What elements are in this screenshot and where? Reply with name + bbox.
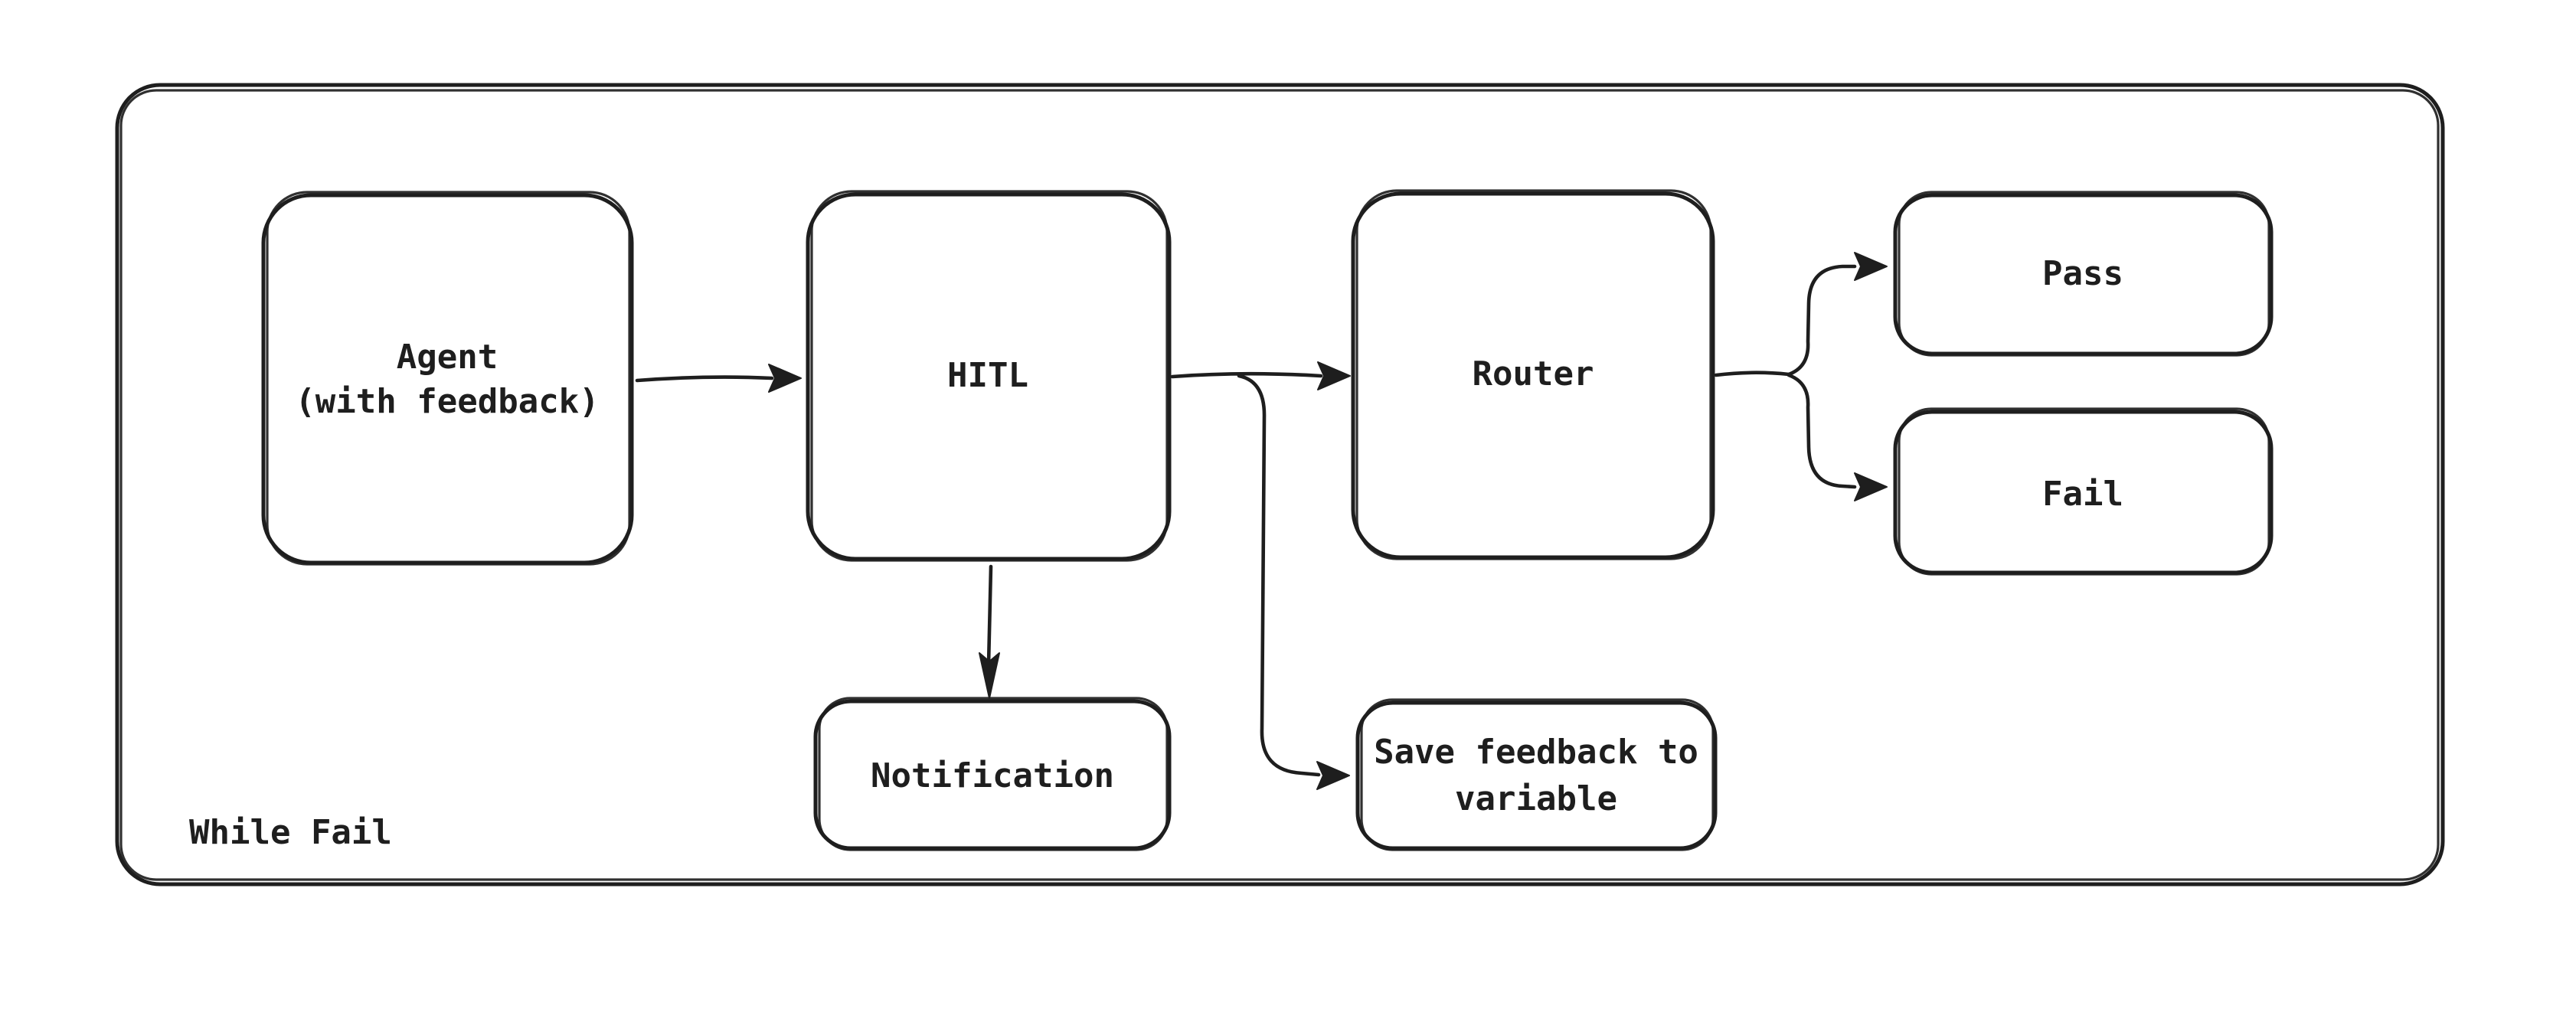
container-outline-sketch (119, 89, 2440, 881)
node-pass-box (1893, 193, 2274, 356)
node-pass: Pass (1893, 191, 2274, 357)
node-fail-label: Fail (2042, 475, 2123, 514)
node-pass-box-sketch (1898, 191, 2270, 357)
node-notification: Notification (813, 697, 1172, 851)
node-router-box-sketch (1355, 189, 1712, 560)
edge-router-pass-line (1787, 264, 1857, 377)
edge-router-fail-arrowhead (1854, 472, 1888, 501)
node-pass-label: Pass (2042, 254, 2123, 293)
edge-hitl-save-feedback (1237, 374, 1350, 790)
node-save-feedback-label-line-2: variable (1455, 779, 1617, 818)
edge-router-pass (1787, 252, 1888, 377)
container-outline (115, 83, 2445, 887)
edge-router-fail-line (1787, 373, 1857, 489)
node-agent: Agent (with feedback) (261, 191, 634, 566)
edge-router-pass-arrowhead (1854, 252, 1888, 281)
edge-hitl-router-arrowhead (1317, 361, 1351, 390)
node-notification-box (813, 699, 1172, 851)
edge-agent-hitl-arrowhead (768, 364, 802, 393)
node-save-feedback-box-sketch (1360, 698, 1715, 851)
while-fail-label: While Fail (189, 813, 392, 852)
node-hitl-box-sketch (810, 190, 1169, 562)
edge-hitl-router (1170, 361, 1351, 390)
node-agent-box-sketch (266, 191, 631, 566)
node-save-feedback-box (1355, 700, 1718, 851)
node-router-label: Router (1473, 354, 1594, 393)
edge-hitl-notification-arrowhead (979, 652, 1000, 699)
edge-agent-hitl (635, 364, 802, 393)
node-hitl: HITL (806, 190, 1172, 562)
node-save-feedback: Save feedback to variable (1355, 698, 1718, 851)
node-notification-label: Notification (871, 756, 1114, 795)
node-hitl-box (806, 192, 1172, 561)
edge-router-fork-stem (1714, 371, 1791, 377)
node-fail: Fail (1893, 407, 2274, 576)
node-agent-label-line-1: Agent (397, 338, 498, 377)
node-fail-box (1893, 410, 2274, 575)
edge-hitl-notification-line (986, 564, 993, 667)
node-agent-label-line-2: (with feedback) (295, 382, 599, 421)
edge-router-fail (1787, 373, 1888, 501)
node-save-feedback-label-line-1: Save feedback to (1374, 733, 1698, 772)
while-fail-container: While Fail (115, 83, 2445, 887)
edge-hitl-save-feedback-arrowhead (1316, 761, 1350, 790)
edge-hitl-save-feedback-line (1237, 374, 1321, 777)
node-agent-box (261, 193, 634, 565)
node-router-box (1351, 191, 1715, 560)
node-notification-box-sketch (818, 697, 1169, 851)
edge-hitl-router-line (1170, 371, 1323, 379)
edge-agent-hitl-line (635, 375, 774, 383)
edge-hitl-notification (979, 564, 1000, 699)
node-hitl-label: HITL (947, 356, 1028, 395)
node-fail-box-sketch (1898, 407, 2270, 576)
node-router: Router (1351, 189, 1715, 560)
